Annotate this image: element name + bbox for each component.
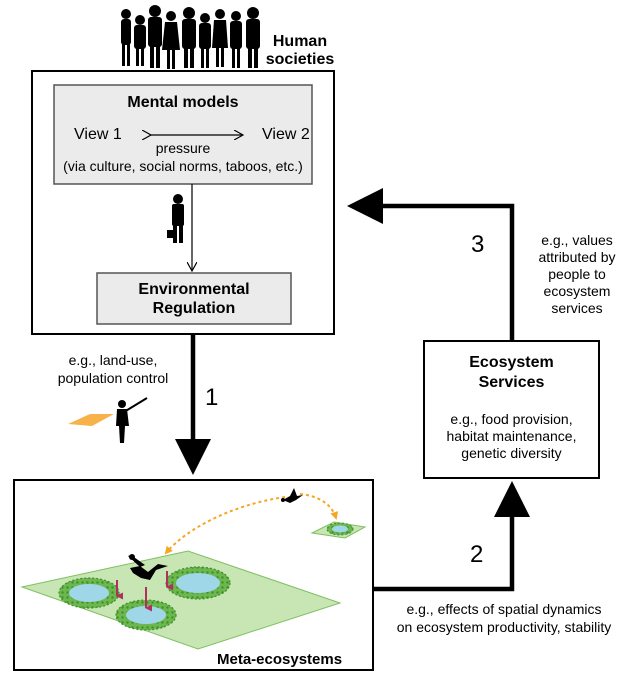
- view2-label: View 2: [262, 126, 310, 143]
- land-use-field-icon: [68, 414, 114, 426]
- arrow-3-number: 3: [471, 231, 485, 258]
- ecosystem-services-title-line1: Ecosystem: [469, 354, 554, 371]
- arrow-2-note: e.g., effects of spatial dynamics on eco…: [380, 600, 628, 636]
- environmental-regulation-line1: Environmental: [138, 281, 250, 298]
- arrow-1-note-line1: e.g., land-use,: [68, 352, 158, 368]
- ecosystem-services-examples: e.g., food provision, habitat maintenanc…: [424, 411, 599, 462]
- ecosystem-services-example-1: e.g., food provision,: [450, 411, 573, 427]
- hunter-icon: [116, 397, 148, 443]
- pressure-examples: (via culture, social norms, taboos, etc.…: [63, 158, 303, 174]
- arrow-2-note-line1: e.g., effects of spatial dynamics: [406, 601, 602, 617]
- ecosystem-services-box: [423, 340, 600, 479]
- human-societies-line1: Human: [272, 33, 328, 50]
- ecosystem-services-example-3: genetic diversity: [461, 445, 562, 461]
- arrow-3: [347, 188, 515, 341]
- ecosystem-services-title: Ecosystem Services: [424, 353, 599, 393]
- arrow-3-note-line4: ecosystem: [543, 283, 611, 299]
- small-bird-icon: [281, 488, 303, 503]
- habitat-patch: [165, 566, 231, 600]
- dispersal-path: [164, 496, 286, 555]
- arrow-1-note-line2: population control: [57, 370, 169, 386]
- arrow-3-note-line2: attributed by: [538, 249, 616, 265]
- ecosystem-services-title-line2: Services: [478, 374, 545, 391]
- people-silhouettes-icon: [121, 5, 260, 69]
- arrow-2-note-line2: on ecosystem productivity, stability: [396, 619, 612, 635]
- large-bird-icon: [128, 554, 168, 580]
- mental-models-title: Mental models: [127, 94, 239, 111]
- ecosystem-services-example-2: habitat maintenance,: [446, 428, 577, 444]
- arrow-1-note: e.g., land-use, population control: [52, 351, 174, 387]
- habitat-patch: [115, 599, 177, 631]
- habitat-patch: [326, 522, 354, 536]
- arrow-3-note-line1: e.g., values: [541, 232, 613, 248]
- businessman-icon: [167, 194, 184, 243]
- environmental-regulation-label: Environmental Regulation: [97, 280, 291, 318]
- habitat-patch: [58, 577, 120, 609]
- dispersal-path: [299, 493, 339, 520]
- arrow-3-note: e.g., values attributed by people to eco…: [527, 232, 627, 317]
- environmental-regulation-line2: Regulation: [152, 300, 236, 317]
- arrow-3-note-line3: people to: [548, 266, 606, 282]
- arrow-2: [373, 481, 530, 592]
- meta-ecosystems-title: Meta-ecosystems: [217, 651, 343, 668]
- pressure-label: pressure: [155, 140, 211, 156]
- arrow-1-number: 1: [205, 384, 219, 411]
- environmental-regulation-box: [96, 272, 292, 325]
- arrow-3-note-line5: services: [551, 300, 603, 316]
- arrow-2-number: 2: [470, 541, 484, 568]
- human-societies-line2: societies: [265, 51, 335, 68]
- view1-label: View 1: [74, 126, 122, 143]
- human-societies-label: Human societies: [265, 33, 335, 69]
